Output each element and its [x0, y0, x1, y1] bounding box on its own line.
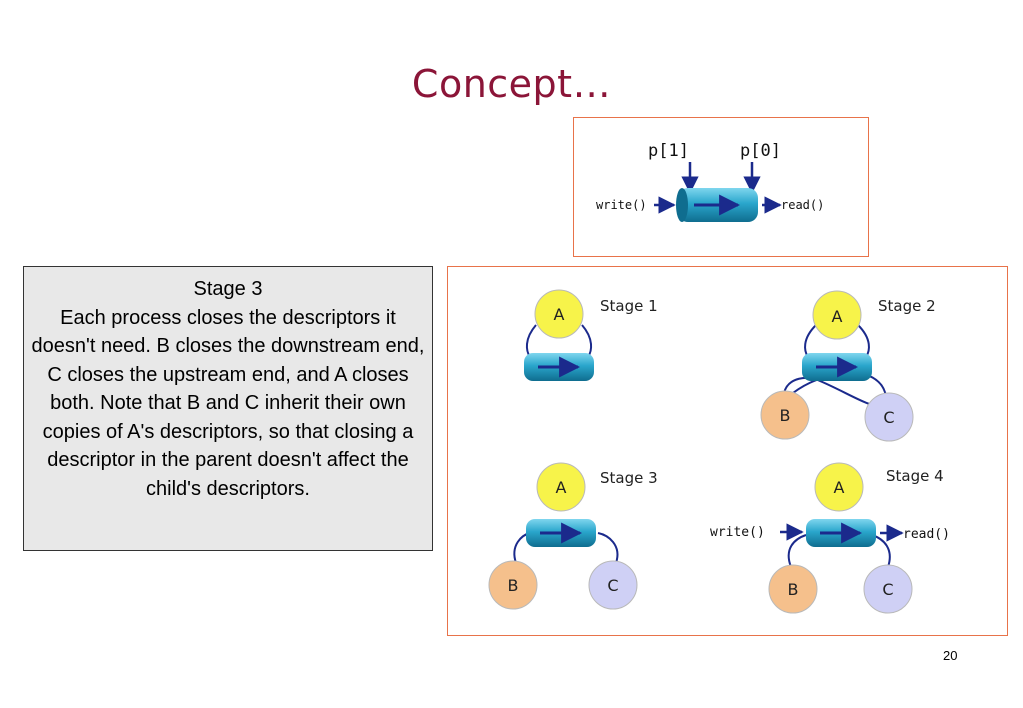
stage-3: Stage 3 A B C: [488, 462, 658, 610]
pipe-diagram: p[1] p[0] write() read(): [596, 141, 824, 222]
read-call-label: read(): [781, 198, 824, 212]
stage-2-label: Stage 2: [878, 297, 936, 315]
stage-note: Stage 3 Each process closes the descript…: [23, 266, 433, 551]
process-a-label: A: [832, 307, 843, 326]
label-read-end: p[0]: [740, 141, 781, 161]
process-a-node: [536, 462, 586, 512]
process-b-label: B: [508, 576, 519, 595]
process-b-node: [488, 560, 538, 610]
process-c-node: [588, 560, 638, 610]
stage-3-label: Stage 3: [600, 469, 658, 487]
stages-diagram: Stage 1 A Stage 2 A B C Stage 3: [488, 289, 950, 614]
process-c-label: C: [882, 580, 893, 599]
process-a-node: [812, 290, 862, 340]
stages-diagram-box: Stage 1 A Stage 2 A B C Stage 3: [447, 266, 1008, 636]
pipe-diagram-box: p[1] p[0] write() read(): [573, 117, 869, 257]
stage-1: Stage 1 A: [524, 289, 658, 381]
process-c-node: [863, 564, 913, 614]
process-c-label: C: [883, 408, 894, 427]
read-call-label: read(): [903, 527, 950, 542]
stage-1-label: Stage 1: [600, 297, 658, 315]
process-a-label: A: [556, 478, 567, 497]
process-c-label: C: [607, 576, 618, 595]
process-a-label: A: [834, 478, 845, 497]
process-b-label: B: [780, 406, 791, 425]
process-b-node: [760, 390, 810, 440]
process-a-label: A: [554, 305, 565, 324]
write-call-label: write(): [710, 525, 765, 540]
process-a-node: [814, 462, 864, 512]
stage-2: Stage 2 A B C: [760, 290, 936, 442]
page-number: 20: [943, 648, 958, 663]
label-write-end: p[1]: [648, 141, 689, 161]
pipe-icon: [676, 188, 758, 222]
stage-4-label: Stage 4: [886, 467, 944, 485]
process-c-node: [864, 392, 914, 442]
write-call-label: write(): [596, 198, 647, 212]
process-a-node: [534, 289, 584, 339]
process-b-node: [768, 564, 818, 614]
note-heading: Stage 3: [193, 278, 263, 300]
process-b-label: B: [788, 580, 799, 599]
slide-title: Concept…: [411, 62, 612, 106]
note-body: Each process closes the descriptors it d…: [31, 306, 425, 500]
stage-4: Stage 4 A write() read() B C: [710, 462, 950, 614]
